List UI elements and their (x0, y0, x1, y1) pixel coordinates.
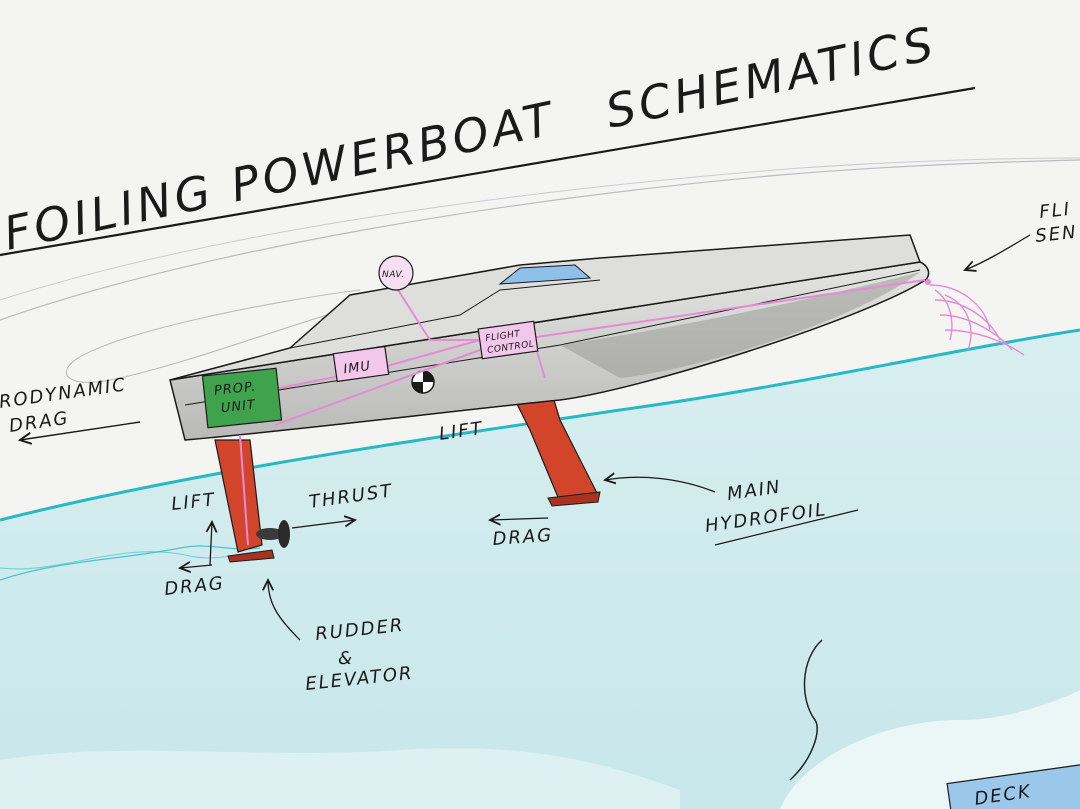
cockpit-line (289, 279, 601, 349)
main-foil-tip (547, 491, 601, 507)
thrust-arrow (291, 520, 355, 529)
rudder-lift-arrow (210, 522, 212, 566)
imu-label: IMU (343, 359, 372, 378)
main-drag-arrow (490, 518, 549, 520)
flight-sensor-label-1: FLI (1038, 199, 1072, 223)
prop-unit-label-2: UNIT (220, 398, 256, 417)
control-wiring (239, 279, 926, 546)
main-hydrofoil-pointer (605, 477, 716, 493)
rudder-pointer (268, 580, 301, 641)
rudder-drag-arrow (180, 565, 213, 568)
nav-label: NAV. (382, 270, 404, 280)
deck-label-box: DECK (946, 763, 1080, 809)
main-hydrofoil-underline (714, 509, 859, 546)
waterline (0, 328, 1080, 522)
flight-sensor-pointer (965, 234, 1031, 270)
imu-unit: IMU (332, 345, 390, 383)
rudder-elevator-foil (227, 549, 275, 563)
flight-control-label-1: FLIGHT (485, 329, 522, 344)
rudder-label-2: & (338, 648, 354, 669)
hull-shading (560, 272, 920, 378)
windshield (498, 264, 592, 285)
airflow-line (0, 157, 1080, 301)
propeller-icon (256, 520, 290, 548)
prop-unit: PROP. UNIT (201, 367, 283, 429)
title-underline (0, 86, 976, 257)
aero-drag-arrow (20, 421, 141, 440)
rudder-lift-label: LIFT (170, 489, 217, 515)
flight-sensor-icon (925, 279, 931, 285)
flight-sensor-label-2: SEN (1034, 222, 1078, 247)
flight-sensor-waves (929, 284, 1025, 356)
flight-control-unit: FLIGHT CONTROL (477, 320, 539, 360)
water-highlight-left (0, 748, 680, 809)
water-body (0, 330, 1080, 809)
prop-unit-label-1: PROP. (213, 379, 257, 398)
airflow-line (0, 159, 1080, 321)
hull-deck (169, 234, 922, 381)
rudder-strut (214, 439, 263, 553)
center-of-gravity-icon (411, 370, 435, 394)
nav-unit: NAV. (378, 255, 414, 291)
signature (789, 639, 823, 781)
wake-curve (0, 545, 261, 581)
main-drag-label: DRAG (492, 525, 554, 550)
airflow-swirl (65, 289, 381, 383)
